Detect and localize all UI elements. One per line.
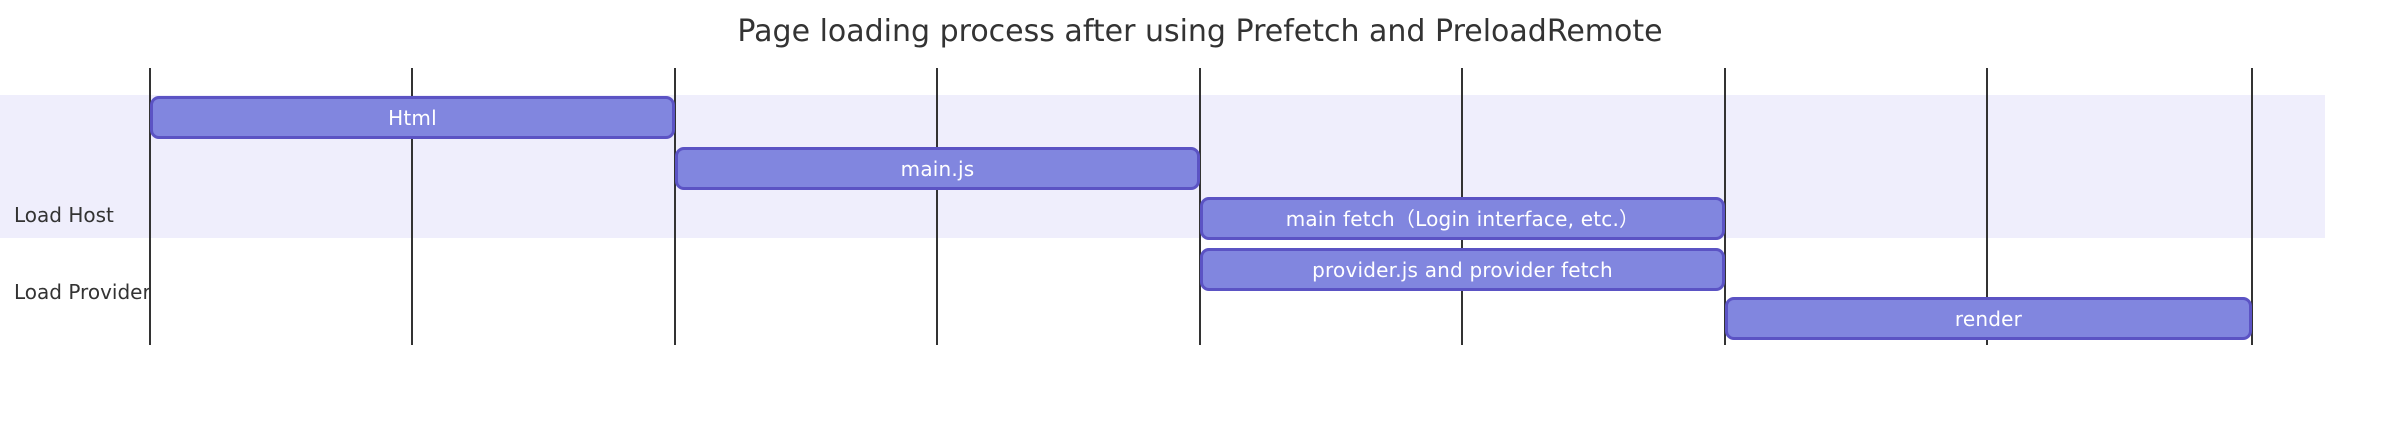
gridline-7 [1986,68,1988,345]
task-bar-label: main.js [900,156,975,181]
task-bar-label: Html [388,105,437,130]
task-bar-render[interactable]: render [1725,297,2252,340]
task-bar-html[interactable]: Html [150,96,675,139]
task-bar-provider-js[interactable]: provider.js and provider fetch [1200,248,1725,291]
gridline-1 [411,68,413,345]
task-bar-main-fetch[interactable]: main fetch（Login interface, etc.） [1200,197,1725,240]
gridline-6 [1724,68,1726,345]
gridline-3 [936,68,938,345]
gridline-8 [2251,68,2253,345]
task-bar-label: provider.js and provider fetch [1312,257,1613,282]
row-label-load-host: Load Host [14,203,114,227]
task-bar-label: render [1954,306,2023,331]
gridline-0 [149,68,151,345]
task-bar-label: main fetch（Login interface, etc.） [1285,206,1640,231]
gridline-2 [674,68,676,345]
chart-title: Page loading process after using Prefetc… [737,14,1663,49]
row-label-load-provider: Load Provider [14,280,151,304]
task-bar-main-js[interactable]: main.js [675,147,1200,190]
